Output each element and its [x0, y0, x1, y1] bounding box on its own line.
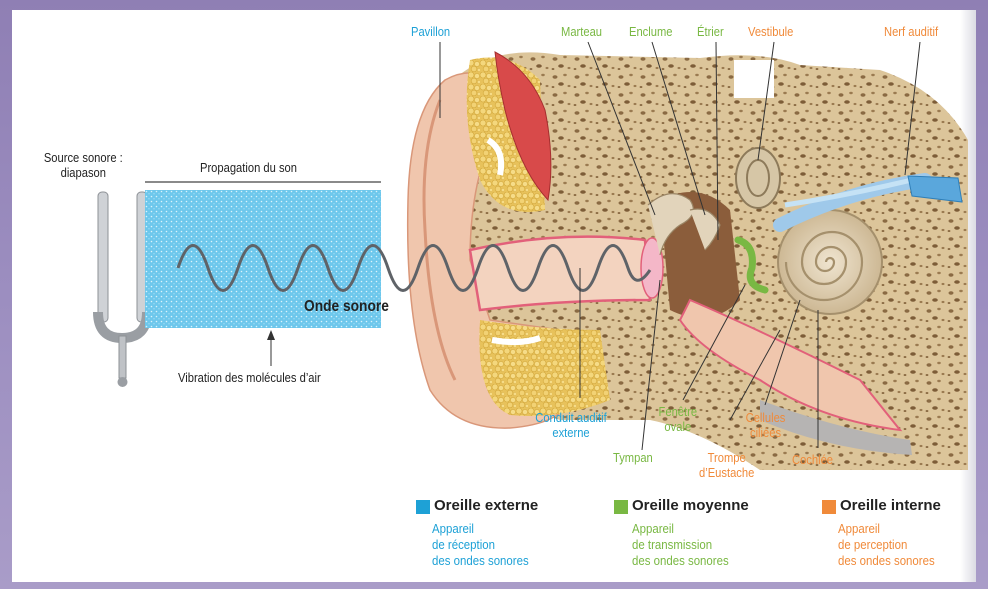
legend-title-inner: Oreille interne	[840, 497, 941, 514]
legend-title-outer: Oreille externe	[434, 497, 538, 514]
label-source-line1: Source sonore :	[44, 150, 123, 165]
label-cellules-line2: ciliées	[750, 425, 781, 440]
label-cochlee: Cochlée	[792, 452, 833, 467]
label-vestibule: Vestibule	[748, 24, 793, 39]
label-nerf-auditif: Nerf auditif	[884, 24, 938, 39]
legend-swatch-inner	[822, 500, 836, 514]
label-cellules-ciliees: Cellules ciliées	[738, 410, 793, 440]
label-propagation: Propagation du son	[200, 160, 297, 175]
label-conduit-line2: externe	[552, 425, 589, 440]
legend-swatch-middle	[614, 500, 628, 514]
legend-desc-outer: Appareil de réception des ondes sonores	[432, 521, 529, 569]
legend-swatch-outer	[416, 500, 430, 514]
legend-title-middle: Oreille moyenne	[632, 497, 749, 514]
label-tympan: Tympan	[613, 450, 653, 465]
legend-desc-middle: Appareil de transmission des ondes sonor…	[632, 521, 729, 569]
label-vibration: Vibration des molécules d’air	[178, 370, 321, 385]
label-fenetre-line2: ovale	[664, 419, 691, 434]
label-trompe: Trompe d’Eustache	[694, 450, 759, 480]
label-pavillon: Pavillon	[411, 24, 450, 39]
label-conduit-line1: Conduit auditif	[535, 410, 606, 425]
label-trompe-line1: Trompe	[708, 450, 746, 465]
label-marteau: Marteau	[561, 24, 602, 39]
label-etrier: Étrier	[697, 24, 724, 39]
label-cellules-line1: Cellules	[746, 410, 786, 425]
label-source: Source sonore : diapason	[36, 150, 131, 180]
label-fenetre-ovale: Fenêtre ovale	[652, 404, 704, 434]
label-conduit-auditif: Conduit auditif externe	[528, 410, 614, 440]
label-enclume: Enclume	[629, 24, 672, 39]
tuning-fork-icon	[98, 192, 147, 387]
label-trompe-line2: d’Eustache	[699, 465, 754, 480]
label-fenetre-line1: Fenêtre	[659, 404, 698, 419]
label-source-line2: diapason	[61, 165, 106, 180]
label-onde-sonore: Onde sonore	[304, 299, 389, 314]
legend-desc-inner: Appareil de perception des ondes sonores	[838, 521, 935, 569]
